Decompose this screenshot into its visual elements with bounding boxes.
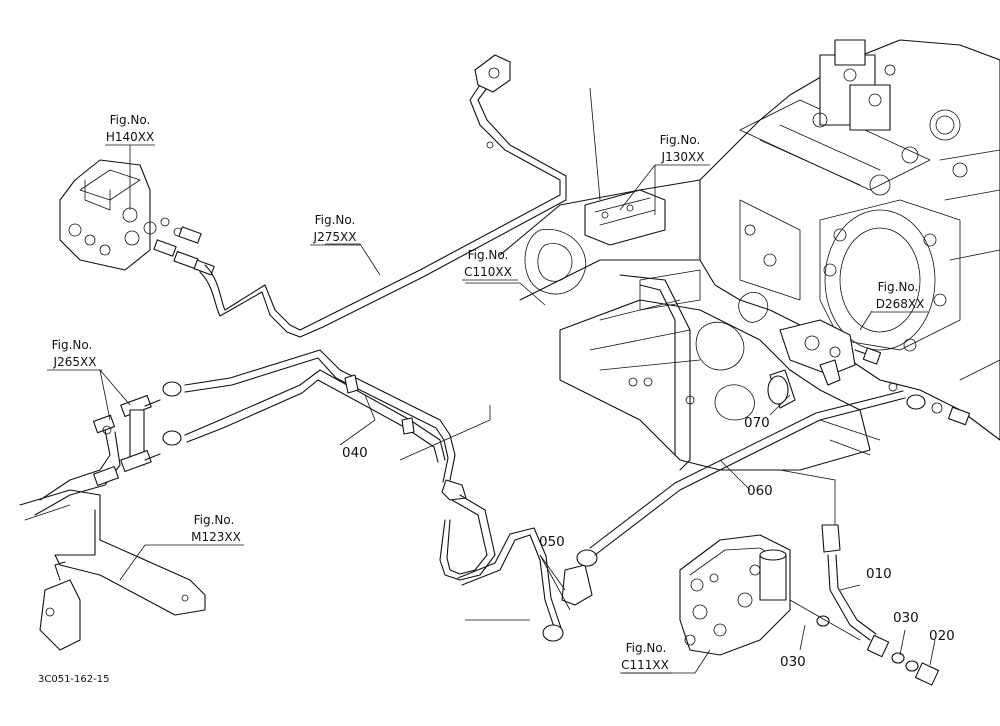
transmission-housing [699, 39, 1000, 441]
fig-ref-j275: Fig.No. J275XX [310, 213, 360, 246]
fig-ref-c111: Fig.No. C111XX [620, 641, 672, 674]
fig-ref-j265-line2: J265XX [53, 355, 97, 369]
fig-ref-j275-line1: Fig.No. [315, 213, 356, 227]
part-number-060: 060 [747, 483, 773, 499]
fig-ref-c111-line1: Fig.No. [626, 641, 667, 655]
part-number-030-right: 030 [893, 610, 919, 626]
fig-ref-c110-line2: C110XX [464, 265, 512, 279]
fig-ref-m123: Fig.No. M123XX [190, 513, 244, 546]
fig-ref-d268-line1: Fig.No. [878, 280, 919, 294]
pipe-060 [589, 390, 971, 556]
fig-ref-h140: Fig.No. H140XX [105, 113, 155, 146]
fig-ref-j265-line1: Fig.No. [52, 338, 93, 352]
leader-lines [99, 87, 936, 674]
valve-block-c111 [679, 534, 791, 656]
fig-ref-d268-line2: D268XX [876, 297, 925, 311]
fig-ref-j130-line1: Fig.No. [660, 133, 701, 147]
part-number-050: 050 [539, 534, 565, 550]
steering-unit [59, 159, 215, 276]
fig-ref-m123-line2: M123XX [191, 530, 241, 544]
diagram-code: 3C051-162-15 [38, 674, 109, 685]
pipe-010-assembly [816, 524, 940, 686]
fig-ref-c111-line2: C111XX [621, 658, 669, 672]
part-number-070: 070 [744, 415, 770, 431]
fig-ref-j130: Fig.No. J130XX [655, 133, 710, 166]
tee-fittings-j265 [34, 395, 161, 516]
fig-ref-h140-line1: Fig.No. [110, 113, 151, 127]
fig-ref-c110: Fig.No. C110XX [462, 248, 518, 281]
fig-ref-j275-line2: J275XX [313, 230, 357, 244]
pipe-050 [457, 527, 598, 642]
part-number-020: 020 [929, 628, 955, 644]
fig-ref-h140-line2: H140XX [106, 130, 154, 144]
fig-ref-j130-line2: J130XX [661, 150, 705, 164]
fig-ref-d268: Fig.No. D268XX [872, 280, 928, 313]
part-number-030-left: 030 [780, 654, 806, 670]
twin-hoses-040 [162, 349, 496, 581]
part-number-040: 040 [342, 445, 368, 461]
return-pipe-j275 [199, 54, 567, 338]
bracket-m123 [19, 489, 206, 651]
fig-ref-c110-line1: Fig.No. [468, 248, 509, 262]
part-number-010: 010 [866, 566, 892, 582]
fig-ref-m123-line1: Fig.No. [194, 513, 235, 527]
pump-assembly [767, 319, 898, 409]
fig-ref-j265: Fig.No. J265XX [47, 338, 102, 371]
